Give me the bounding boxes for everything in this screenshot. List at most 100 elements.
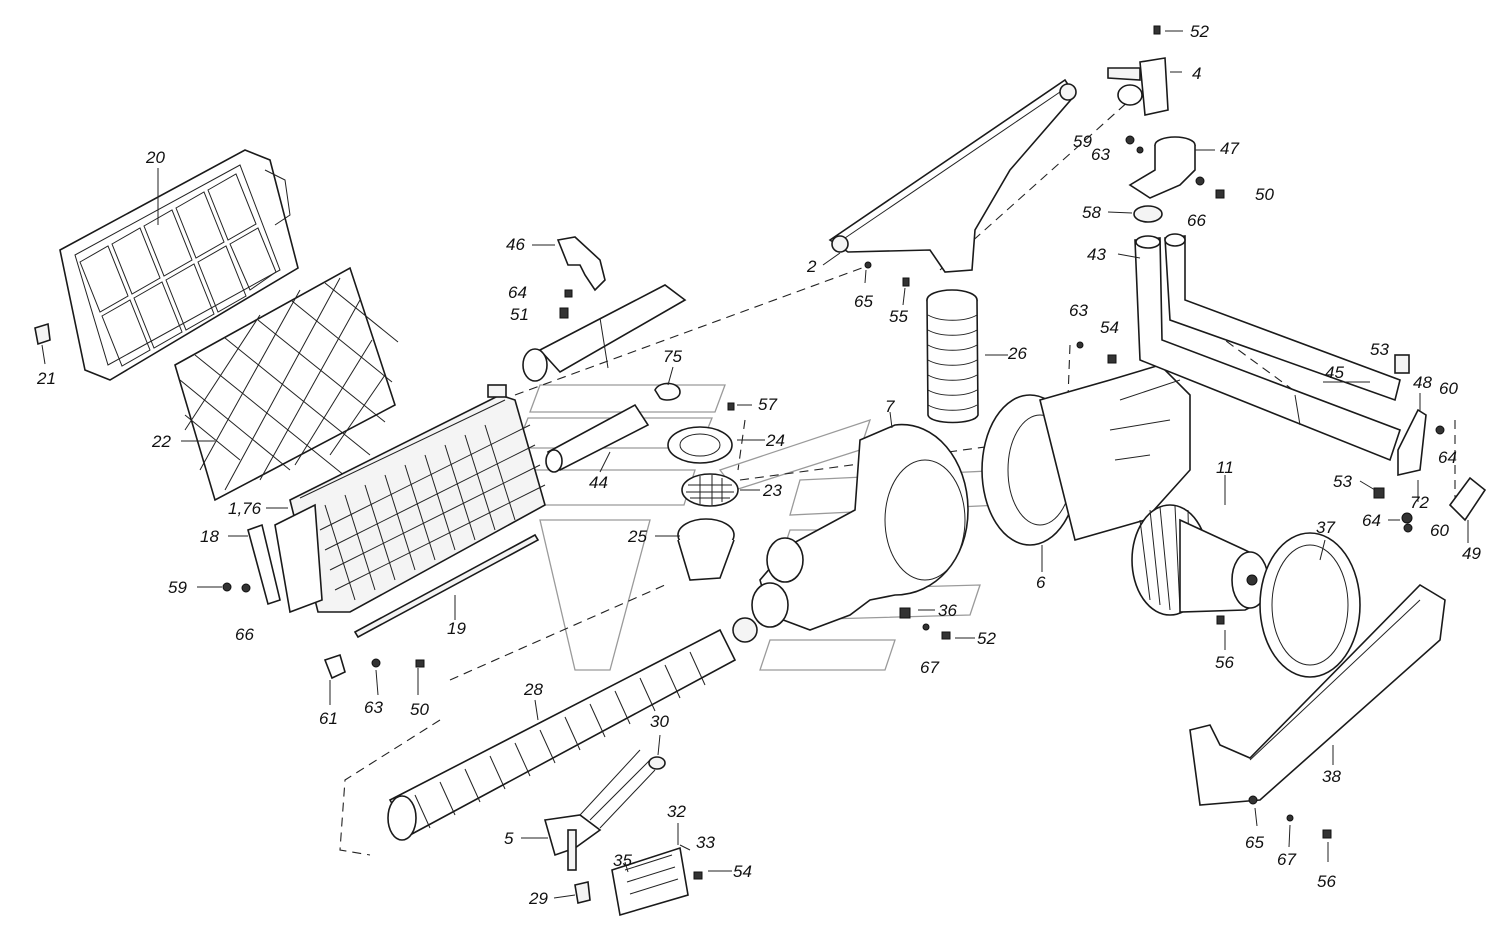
label-56: 56 xyxy=(1215,653,1234,672)
label-63-c: 63 xyxy=(364,698,383,717)
label-52: 52 xyxy=(1190,22,1209,41)
label-54: 54 xyxy=(1100,318,1119,337)
fasteners xyxy=(222,135,1445,880)
pipe-assembly-part-44 xyxy=(522,284,687,473)
leader-lines xyxy=(41,30,1469,899)
label-32: 32 xyxy=(667,802,686,821)
label-37: 37 xyxy=(1316,518,1335,537)
cover-part-38 xyxy=(1189,583,1446,806)
label-21: 21 xyxy=(36,369,56,388)
label-64-b: 64 xyxy=(1438,448,1457,467)
label-59-b: 59 xyxy=(168,578,187,597)
bracket-part-48 xyxy=(1394,354,1427,477)
ring-part-25 xyxy=(677,518,735,581)
label-57: 57 xyxy=(758,395,777,414)
label-67: 67 xyxy=(920,658,939,677)
label-18: 18 xyxy=(200,527,219,546)
label-38: 38 xyxy=(1322,767,1341,786)
label-67-b: 67 xyxy=(1277,850,1296,869)
label-64-c: 64 xyxy=(1362,511,1381,530)
gasket-ring-part-37 xyxy=(1259,532,1361,678)
clip-part-21 xyxy=(34,322,51,346)
label-36: 36 xyxy=(938,601,957,620)
label-61: 61 xyxy=(319,709,338,728)
clamp-part-75 xyxy=(654,382,681,401)
filter-frame-part-20 xyxy=(59,149,299,381)
name-plate-part-35 xyxy=(611,846,689,917)
label-11: 11 xyxy=(1216,458,1234,477)
air-duct-part-2 xyxy=(828,78,1077,273)
label-66-b: 66 xyxy=(235,625,254,644)
label-66: 66 xyxy=(1187,211,1206,230)
label-59: 59 xyxy=(1073,132,1092,151)
grommet-part-30 xyxy=(648,756,666,770)
filter-mesh-part-22 xyxy=(174,266,399,502)
nut-part-58 xyxy=(1133,205,1163,223)
control-lever-part-5 xyxy=(543,749,656,871)
label-58: 58 xyxy=(1082,203,1101,222)
label-49: 49 xyxy=(1462,544,1481,563)
label-54-b: 54 xyxy=(733,862,752,881)
label-19: 19 xyxy=(447,619,466,638)
valve-part-4 xyxy=(1107,57,1169,116)
label-65: 65 xyxy=(854,292,873,311)
label-52-b: 52 xyxy=(977,629,996,648)
label-26: 26 xyxy=(1007,344,1027,363)
label-25: 25 xyxy=(627,527,647,546)
label-22: 22 xyxy=(151,432,171,451)
fan-housing-part-7 xyxy=(732,423,969,643)
label-50-b: 50 xyxy=(410,700,429,719)
label-48: 48 xyxy=(1413,373,1432,392)
bracket-part-47 xyxy=(1128,136,1196,199)
label-47: 47 xyxy=(1220,139,1239,158)
label-63-b: 63 xyxy=(1069,301,1088,320)
heater-radiator-part-1-76 xyxy=(274,384,546,614)
label-60: 60 xyxy=(1439,379,1458,398)
label-50: 50 xyxy=(1255,185,1274,204)
screw-part-52-top xyxy=(1153,25,1161,35)
label-44: 44 xyxy=(589,473,608,492)
label-51: 51 xyxy=(510,305,529,324)
flange-part-24 xyxy=(667,426,733,464)
part-labels: 52 4 59 63 47 50 58 66 43 20 46 2 64 51 … xyxy=(36,22,1481,908)
label-64: 64 xyxy=(508,283,527,302)
label-35: 35 xyxy=(613,851,632,870)
fan-housing-part-6 xyxy=(981,364,1191,546)
pipes-part-43-45 xyxy=(1134,233,1402,462)
label-30: 30 xyxy=(650,712,669,731)
clamp-part-46 xyxy=(556,236,606,292)
label-63: 63 xyxy=(1091,145,1110,164)
mesh-disc-part-23 xyxy=(681,473,739,507)
seal-strip-part-19 xyxy=(353,533,540,639)
label-55: 55 xyxy=(889,307,908,326)
label-29: 29 xyxy=(528,889,548,908)
gasket-part-18 xyxy=(247,523,281,606)
label-43: 43 xyxy=(1087,245,1106,264)
label-53-b: 53 xyxy=(1333,472,1352,491)
label-2: 2 xyxy=(806,257,817,276)
label-7: 7 xyxy=(885,397,895,416)
fan-motor-part-11 xyxy=(1131,504,1269,616)
label-75: 75 xyxy=(663,347,682,366)
corrugated-hose-part-28 xyxy=(387,628,737,841)
clamp-part-61 xyxy=(323,653,346,680)
label-33: 33 xyxy=(696,833,715,852)
label-20: 20 xyxy=(145,148,165,167)
label-60-b: 60 xyxy=(1430,521,1449,540)
label-46: 46 xyxy=(506,235,525,254)
label-23: 23 xyxy=(762,481,782,500)
knob-part-29 xyxy=(574,881,591,904)
label-6: 6 xyxy=(1036,573,1046,592)
label-53: 53 xyxy=(1370,340,1389,359)
corrugated-hose-part-26 xyxy=(926,289,979,424)
label-72: 72 xyxy=(1410,493,1429,512)
label-5: 5 xyxy=(504,829,514,848)
label-56-b: 56 xyxy=(1317,872,1336,891)
label-65-b: 65 xyxy=(1245,833,1264,852)
fitting-part-49 xyxy=(1448,476,1487,522)
label-28: 28 xyxy=(523,680,543,699)
label-4: 4 xyxy=(1192,64,1201,83)
label-24: 24 xyxy=(765,431,785,450)
